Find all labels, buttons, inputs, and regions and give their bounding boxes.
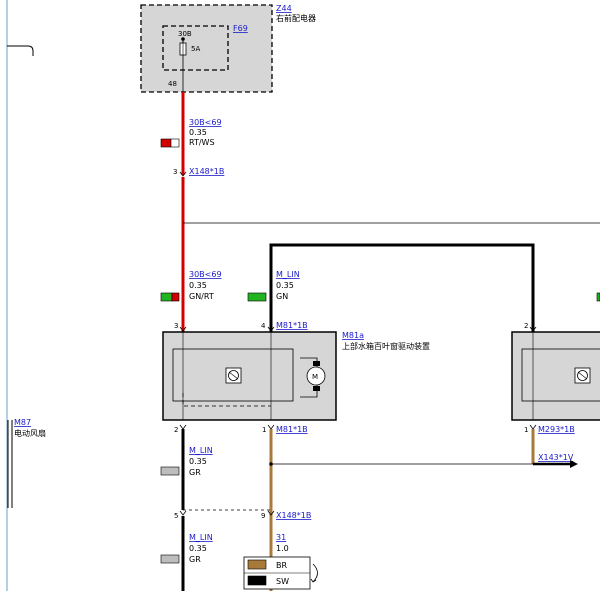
connector-x148-top bbox=[179, 171, 187, 177]
legend-color1: BR bbox=[276, 561, 287, 570]
wire3-size: 0.35 bbox=[276, 281, 294, 290]
motor-icon bbox=[306, 366, 326, 386]
x143-link[interactable]: X143*1V bbox=[538, 453, 574, 462]
wire5-color-swatch bbox=[160, 554, 180, 564]
wire3-color: GN bbox=[276, 292, 288, 301]
motor-brush-bottom bbox=[313, 386, 320, 391]
wire4-color-swatch bbox=[160, 466, 180, 476]
wire5-size: 0.35 bbox=[189, 544, 207, 553]
wire3-color-swatch bbox=[247, 292, 267, 302]
fuse-pin-top: 30B bbox=[178, 30, 192, 38]
wire4-signal-link[interactable]: M_LIN bbox=[189, 446, 213, 455]
legend-swatch-br bbox=[247, 559, 267, 570]
x148-bottom-link[interactable]: X148*1B bbox=[276, 511, 311, 520]
m81-pin-bottom-left: 2 bbox=[174, 426, 178, 434]
fuse-f69-box bbox=[162, 25, 229, 71]
wire2-color-swatch-green bbox=[160, 292, 173, 302]
wire6-signal-link[interactable]: 31 bbox=[276, 533, 286, 542]
wire6-size: 1.0 bbox=[276, 544, 289, 553]
z44-name: 右前配电器 bbox=[276, 13, 316, 23]
m81a-name: 上部水箱百叶窗驱动装置 bbox=[342, 341, 430, 351]
x148-top-pin: 3 bbox=[173, 168, 177, 176]
fuse-pin-out: 48 bbox=[168, 80, 177, 88]
m81-pin-right: 4 bbox=[261, 322, 266, 330]
wire4-size: 0.35 bbox=[189, 457, 207, 466]
fuse-box-z44 bbox=[140, 4, 273, 93]
x148-bottom-pin-left: 5 bbox=[174, 512, 178, 520]
wire5-color: GR bbox=[189, 555, 201, 564]
m87-link[interactable]: M87 bbox=[14, 418, 31, 427]
wire1-signal-link[interactable]: 30B<69 bbox=[189, 118, 222, 127]
edge-swatch bbox=[596, 292, 600, 302]
m293-connector-link[interactable]: M293*1B bbox=[538, 425, 575, 434]
fuse-rating: 5A bbox=[191, 45, 200, 53]
wire-m-lin-black-loop bbox=[269, 243, 535, 332]
wire2-color-swatch-red bbox=[171, 292, 180, 302]
motor-brush-top bbox=[313, 361, 320, 366]
wire2-color: GN/RT bbox=[189, 292, 214, 301]
x148-bottom-pin-right: 9 bbox=[261, 512, 265, 520]
m87-name: 电动风扇 bbox=[14, 428, 46, 438]
wire5-signal-link[interactable]: M_LIN bbox=[189, 533, 213, 542]
m293-pin-bottom: 1 bbox=[524, 426, 528, 434]
actuator-inner-box bbox=[172, 348, 294, 402]
left-bracket bbox=[7, 45, 34, 56]
m81-pin-left: 3 bbox=[174, 322, 178, 330]
m81-top-connector-link[interactable]: M81*1B bbox=[276, 321, 308, 330]
m81-bottom-connector-link[interactable]: M81*1B bbox=[276, 425, 308, 434]
wire1-color: RT/WS bbox=[189, 138, 215, 147]
svg-text:M: M bbox=[312, 373, 318, 381]
m81a-link[interactable]: M81a bbox=[342, 331, 364, 340]
legend-color2: SW bbox=[276, 577, 289, 586]
legend-swatch-sw bbox=[247, 575, 267, 586]
m81-pin-bottom-right: 1 bbox=[262, 426, 266, 434]
wire3-signal-link[interactable]: M_LIN bbox=[276, 270, 300, 279]
legend-alternate-arrow-icon bbox=[312, 563, 318, 583]
x148-top-link[interactable]: X148*1B bbox=[189, 167, 224, 176]
wire4-color: GR bbox=[189, 468, 201, 477]
wire2-signal-link[interactable]: 30B<69 bbox=[189, 270, 222, 279]
wire1-color-swatch-red bbox=[160, 138, 172, 148]
m293-pin-top: 2 bbox=[524, 322, 528, 330]
wire1-color-swatch-white bbox=[170, 138, 180, 148]
arrow-head-icon bbox=[570, 460, 578, 468]
wire2-size: 0.35 bbox=[189, 281, 207, 290]
z44-link[interactable]: Z44 bbox=[276, 4, 292, 13]
f69-link[interactable]: F69 bbox=[233, 24, 248, 33]
wire1-size: 0.35 bbox=[189, 128, 207, 137]
